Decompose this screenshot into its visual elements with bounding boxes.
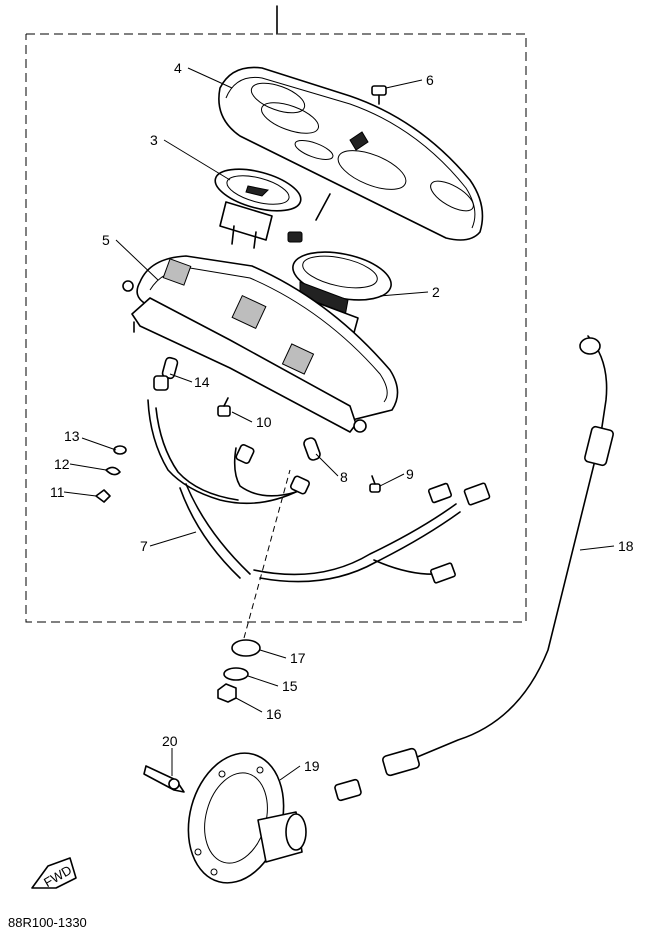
callout-label: 3 — [150, 132, 158, 148]
tachometer-gauge — [214, 168, 302, 249]
cotter-pin-20 — [143, 765, 185, 793]
mount-axis — [243, 469, 291, 639]
wire-harness — [147, 399, 491, 584]
callout-label: 5 — [102, 232, 110, 248]
assembly-boundary — [25, 33, 527, 623]
callout-label: 17 — [290, 650, 306, 666]
speedometer-cable — [334, 335, 614, 802]
callout-label: 2 — [432, 284, 440, 300]
callout-label: 12 — [54, 456, 70, 472]
callout-label: 9 — [406, 466, 414, 482]
callout-label: 7 — [140, 538, 148, 554]
callout-label: 11 — [50, 484, 65, 500]
callout-label: 18 — [618, 538, 634, 554]
callout-label: 16 — [266, 706, 282, 722]
nut-11 — [95, 489, 111, 503]
callout-label: 6 — [426, 72, 434, 88]
callout-label: 10 — [256, 414, 272, 430]
meter-case — [122, 255, 399, 433]
leader-lines — [63, 67, 615, 781]
speedometer-gear-unit — [187, 752, 307, 884]
callout-label: 8 — [340, 469, 348, 485]
part-code: 88R100-1330 — [8, 915, 87, 930]
screw-10 — [217, 397, 231, 417]
callout-label: 20 — [162, 733, 178, 749]
bulb-8 — [303, 437, 321, 461]
callout-label: 13 — [64, 428, 80, 444]
washer-15 — [223, 667, 249, 681]
fwd-arrow-icon — [31, 857, 77, 889]
callout-label: 4 — [174, 60, 182, 76]
callout-label: 19 — [304, 758, 320, 774]
bulb-socket-14 — [153, 356, 179, 391]
meter-cover — [218, 66, 484, 241]
screw-6 — [371, 85, 387, 105]
washer-13 — [113, 445, 127, 455]
callout-label: 14 — [194, 374, 210, 390]
grommet-17 — [231, 639, 261, 657]
screw-9 — [369, 475, 381, 493]
callout-label: 15 — [282, 678, 298, 694]
nut-16 — [217, 683, 237, 703]
clip-12 — [105, 466, 121, 476]
